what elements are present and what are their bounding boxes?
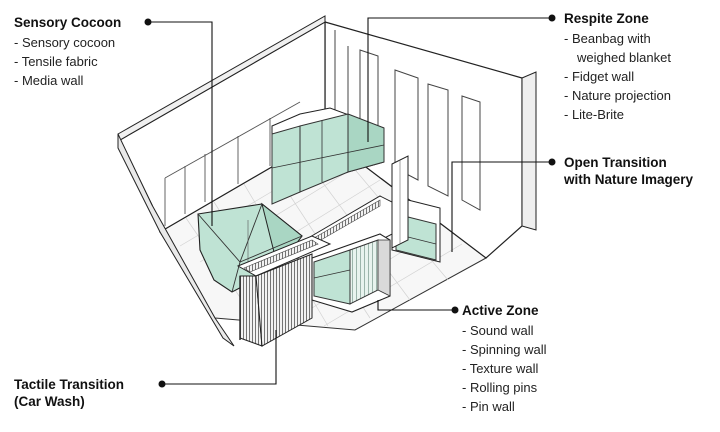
leader-sensory-cocoon	[148, 21, 213, 226]
list-item: weighed blanket	[564, 48, 671, 67]
dot-open-transition	[548, 158, 556, 166]
leader-tactile	[162, 330, 277, 385]
open-transition-title-line2: with Nature Imagery	[564, 172, 694, 187]
leader-active	[377, 300, 455, 311]
label-sensory-cocoon: Sensory Cocoon - Sensory cocoon - Tensil…	[14, 14, 121, 90]
open-transition-title-line1: Open Transition	[564, 155, 667, 170]
dot-active	[451, 306, 459, 314]
tactile-car-wash	[236, 235, 332, 347]
dot-tactile	[158, 380, 166, 388]
active-zone-title: Active Zone	[462, 303, 539, 318]
list-item: - Media wall	[14, 73, 84, 88]
respite-zone-title: Respite Zone	[564, 11, 649, 26]
list-item: - Pin wall	[462, 399, 515, 414]
back-wall-left	[117, 15, 326, 233]
list-item: - Tensile fabric	[14, 54, 98, 69]
list-item: - Lite-Brite	[564, 107, 624, 122]
label-tactile-transition: Tactile Transition (Car Wash)	[14, 376, 124, 410]
label-respite-zone: Respite Zone - Beanbag with weighed blan…	[564, 10, 671, 124]
active-zone-block	[311, 233, 391, 313]
dot-sensory-cocoon	[144, 18, 152, 26]
label-active-zone: Active Zone - Sound wall - Spinning wall…	[462, 302, 547, 416]
back-wall-right	[324, 21, 537, 259]
list-item-continuation: weighed blanket	[577, 50, 671, 65]
open-transition-panels	[391, 155, 441, 263]
leader-open-transition	[451, 161, 552, 252]
list-item: - Sensory cocoon	[14, 35, 116, 50]
respite-zone-panels	[271, 107, 385, 205]
leader-lines	[148, 17, 552, 385]
active-zone-list: - Sound wall - Spinning wall - Texture w…	[462, 321, 547, 416]
sensory-cocoon-title: Sensory Cocoon	[14, 15, 122, 30]
leader-respite	[367, 17, 552, 142]
list-item: - Sound wall	[462, 323, 534, 338]
tactile-transition-title-line1: Tactile Transition	[14, 377, 125, 392]
tactile-transition-title-line2: (Car Wash)	[14, 394, 85, 409]
label-open-transition: Open Transition with Nature Imagery	[564, 154, 693, 188]
list-item: - Texture wall	[462, 361, 539, 376]
respite-zone-list: - Beanbag with weighed blanket - Fidget …	[564, 29, 671, 124]
list-item: - Beanbag with	[564, 31, 651, 46]
left-wall-slab	[117, 133, 235, 347]
list-item: - Spinning wall	[462, 342, 547, 357]
list-item: - Fidget wall	[564, 69, 635, 84]
list-item: - Rolling pins	[462, 380, 538, 395]
list-item: - Nature projection	[564, 88, 671, 103]
dot-respite	[548, 14, 556, 22]
sensory-cocoon-list: - Sensory cocoon - Tensile fabric - Medi…	[14, 33, 121, 90]
leader-dots	[144, 14, 556, 388]
